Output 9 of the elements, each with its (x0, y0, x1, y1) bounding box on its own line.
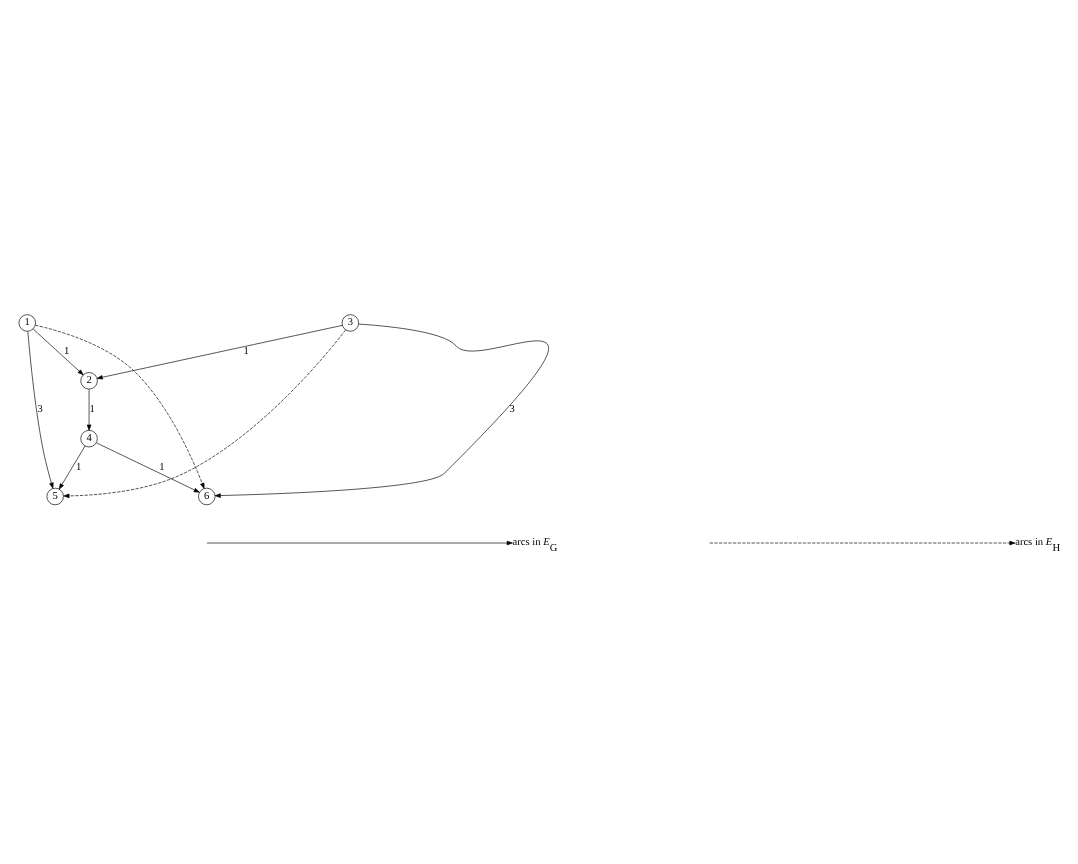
arrow (27, 330, 54, 488)
arrow (214, 322, 549, 497)
arrow (86, 388, 92, 430)
arrow (35, 323, 205, 488)
arrow (63, 328, 346, 498)
arrow (32, 327, 84, 375)
arrow (96, 324, 343, 379)
arrow (96, 441, 200, 492)
arrow (58, 444, 86, 489)
